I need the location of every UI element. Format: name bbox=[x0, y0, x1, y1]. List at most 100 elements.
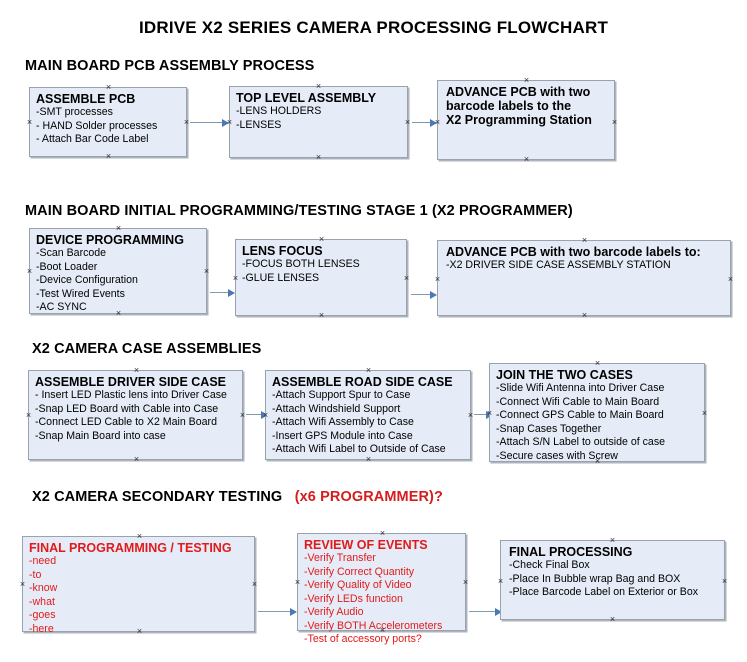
node-line: -Slide Wifi Antenna into Driver Case bbox=[496, 382, 665, 394]
node-line: -Verify Audio bbox=[304, 606, 364, 619]
connection-handle-right[interactable] bbox=[727, 276, 734, 283]
node-lens-focus[interactable]: LENS FOCUS -FOCUS BOTH LENSES -GLUE LENS… bbox=[235, 239, 407, 316]
connection-handle-top[interactable] bbox=[133, 367, 140, 374]
node-assemble-road-side-case[interactable]: ASSEMBLE ROAD SIDE CASE -Attach Support … bbox=[265, 370, 471, 460]
connection-handle-bottom[interactable] bbox=[523, 156, 530, 163]
connection-handle-left[interactable] bbox=[497, 578, 504, 585]
node-line: -X2 DRIVER SIDE CASE ASSEMBLY STATION bbox=[446, 259, 671, 271]
connection-handle-left[interactable] bbox=[226, 119, 233, 126]
node-line: -Attach Wifi Assembly to Case bbox=[272, 416, 414, 429]
connection-handle-right[interactable] bbox=[462, 579, 469, 586]
connection-handle-right[interactable] bbox=[404, 119, 411, 126]
node-device-programming[interactable]: DEVICE PROGRAMMING -Scan Barcode -Boot L… bbox=[29, 228, 207, 314]
node-title-line2: barcode labels to the bbox=[446, 99, 572, 113]
connection-handle-top[interactable] bbox=[365, 367, 372, 374]
connection-handle-bottom[interactable] bbox=[581, 312, 588, 319]
connection-handle-top[interactable] bbox=[609, 537, 616, 544]
connection-handle-left[interactable] bbox=[25, 412, 32, 419]
connection-handle-top[interactable] bbox=[115, 225, 122, 232]
node-title: FINAL PROCESSING bbox=[509, 545, 633, 559]
connection-handle-left[interactable] bbox=[434, 276, 441, 283]
connection-handle-top[interactable] bbox=[105, 84, 112, 91]
connection-handle-right[interactable] bbox=[239, 412, 246, 419]
node-assemble-driver-side-case[interactable]: ASSEMBLE DRIVER SIDE CASE - Insert LED P… bbox=[28, 370, 243, 460]
node-body: DEVICE PROGRAMMING -Scan Barcode -Boot L… bbox=[36, 233, 204, 315]
node-final-processing[interactable]: FINAL PROCESSING -Check Final Box -Place… bbox=[500, 540, 725, 620]
connector-device-programming-to-lens-focus bbox=[210, 288, 235, 297]
node-line: -Secure cases with Screw bbox=[496, 449, 618, 462]
connection-handle-right[interactable] bbox=[183, 119, 190, 126]
node-title: DEVICE PROGRAMMING bbox=[36, 233, 184, 247]
node-title: ASSEMBLE ROAD SIDE CASE bbox=[272, 375, 453, 389]
connection-handle-top[interactable] bbox=[136, 533, 143, 540]
section-header-accent: (x6 PROGRAMMER)? bbox=[294, 489, 443, 505]
section-header-main-board-pcb-assembly: MAIN BOARD PCB ASSEMBLY PROCESS bbox=[25, 58, 314, 74]
node-line: -here bbox=[29, 622, 54, 635]
node-title: REVIEW OF EVENTS bbox=[304, 538, 428, 552]
arrow-head-icon bbox=[228, 288, 235, 297]
node-line: -Verify BOTH Accelerometers bbox=[304, 619, 443, 632]
connection-handle-left[interactable] bbox=[434, 119, 441, 126]
section-header-text: X2 CAMERA SECONDARY TESTING bbox=[32, 489, 283, 505]
connection-handle-top[interactable] bbox=[581, 237, 588, 244]
section-header-text: MAIN BOARD INITIAL PROGRAMMING/TESTING S… bbox=[25, 203, 573, 219]
connection-handle-left[interactable] bbox=[294, 579, 301, 586]
node-line: -Snap Cases Together bbox=[496, 422, 602, 435]
connection-handle-bottom[interactable] bbox=[133, 456, 140, 463]
connection-handle-top[interactable] bbox=[523, 77, 530, 84]
node-body: TOP LEVEL ASSEMBLY -LENS HOLDERS -LENSES bbox=[236, 91, 405, 132]
connection-handle-bottom[interactable] bbox=[105, 153, 112, 160]
section-header-text: MAIN BOARD PCB ASSEMBLY PROCESS bbox=[25, 58, 315, 74]
connection-handle-top[interactable] bbox=[379, 530, 386, 537]
page-title: IDRIVE X2 SERIES CAMERA PROCESSING FLOWC… bbox=[138, 18, 609, 37]
connection-handle-bottom[interactable] bbox=[379, 627, 386, 634]
connection-handle-left[interactable] bbox=[19, 581, 26, 588]
node-advance-pcb-driver-side-station[interactable]: ADVANCE PCB with two barcode labels to: … bbox=[437, 240, 731, 316]
node-line: -know bbox=[29, 582, 58, 595]
connection-handle-top[interactable] bbox=[594, 360, 601, 367]
connection-handle-bottom[interactable] bbox=[594, 458, 601, 465]
connection-handle-left[interactable] bbox=[26, 268, 33, 275]
node-line: - Insert LED Plastic lens into Driver Ca… bbox=[35, 389, 227, 401]
connection-handle-bottom[interactable] bbox=[136, 628, 143, 635]
connection-handle-bottom[interactable] bbox=[115, 310, 122, 317]
node-line: -what bbox=[29, 595, 55, 608]
connection-handle-left[interactable] bbox=[232, 275, 239, 282]
node-title: FINAL PROGRAMMING / TESTING bbox=[29, 541, 232, 555]
node-line: - Attach Bar Code Label bbox=[36, 133, 149, 146]
node-body: LENS FOCUS -FOCUS BOTH LENSES -GLUE LENS… bbox=[242, 244, 404, 285]
arrow-head-icon bbox=[430, 290, 437, 299]
connection-handle-right[interactable] bbox=[721, 578, 728, 585]
node-review-of-events[interactable]: REVIEW OF EVENTS -Verify Transfer -Verif… bbox=[294, 530, 469, 645]
node-join-the-two-cases[interactable]: JOIN THE TWO CASES -Slide Wifi Antenna i… bbox=[489, 363, 705, 462]
connection-handle-top[interactable] bbox=[318, 236, 325, 243]
connection-handle-right[interactable] bbox=[203, 268, 210, 275]
connection-handle-left[interactable] bbox=[262, 412, 269, 419]
node-title: ASSEMBLE DRIVER SIDE CASE bbox=[35, 375, 227, 389]
node-assemble-pcb[interactable]: ASSEMBLE PCB -SMT processes - HAND Solde… bbox=[29, 87, 187, 157]
node-body: ASSEMBLE ROAD SIDE CASE -Attach Support … bbox=[272, 375, 468, 457]
node-line: -Place In Bubble wrap Bag and BOX bbox=[509, 572, 681, 585]
node-line-overflow: -Test of accessory ports? bbox=[304, 633, 422, 646]
node-body: ADVANCE PCB with two barcode labels to t… bbox=[446, 85, 612, 127]
node-top-level-assembly[interactable]: TOP LEVEL ASSEMBLY -LENS HOLDERS -LENSES bbox=[229, 86, 408, 158]
connection-handle-bottom[interactable] bbox=[318, 312, 325, 319]
node-advance-pcb-programming-station[interactable]: ADVANCE PCB with two barcode labels to t… bbox=[437, 80, 615, 160]
node-line: -Connect Wifi Cable to Main Board bbox=[496, 395, 660, 408]
connection-handle-right[interactable] bbox=[467, 412, 474, 419]
connection-handle-right[interactable] bbox=[701, 410, 708, 417]
connection-handle-left[interactable] bbox=[486, 410, 493, 417]
connection-handle-right[interactable] bbox=[403, 275, 410, 282]
node-final-programming-testing[interactable]: FINAL PROGRAMMING / TESTING -need -to -k… bbox=[19, 533, 258, 635]
node-title: TOP LEVEL ASSEMBLY bbox=[236, 91, 377, 105]
connection-handle-left[interactable] bbox=[26, 119, 33, 126]
connection-handle-right[interactable] bbox=[611, 119, 618, 126]
connection-handle-bottom[interactable] bbox=[609, 616, 616, 623]
connection-handle-top[interactable] bbox=[315, 83, 322, 90]
connection-handle-bottom[interactable] bbox=[315, 154, 322, 161]
connection-handle-right[interactable] bbox=[251, 581, 258, 588]
node-line: -Attach Wifi Label to Outside of Case bbox=[272, 443, 446, 456]
node-title-line3: X2 Programming Station bbox=[446, 113, 592, 127]
node-line: -Connect GPS Cable to Main Board bbox=[496, 409, 664, 422]
connection-handle-bottom[interactable] bbox=[365, 456, 372, 463]
